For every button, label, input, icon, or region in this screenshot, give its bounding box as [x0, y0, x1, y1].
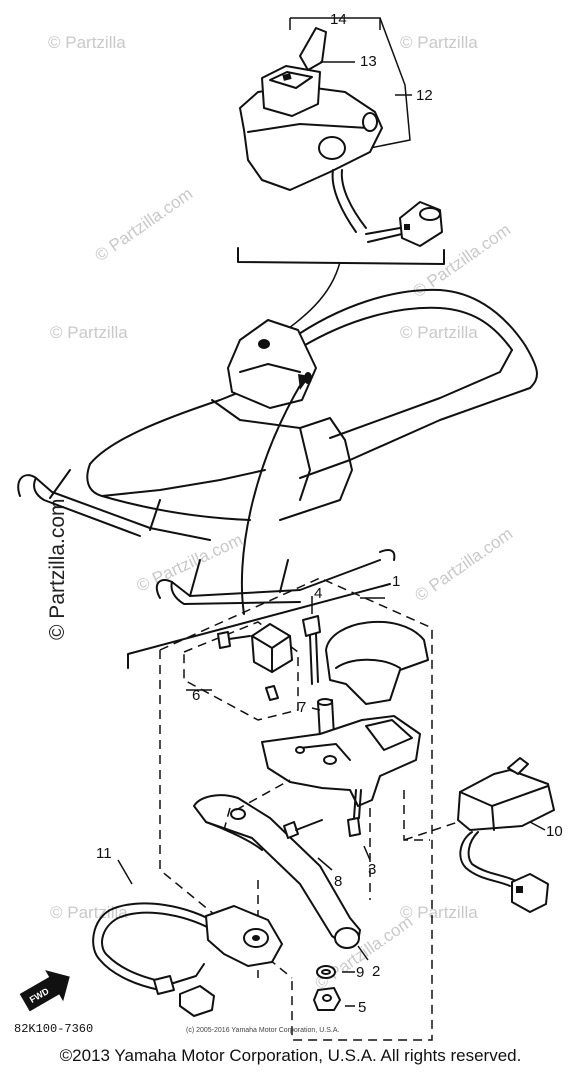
- callout-1: 1: [392, 573, 400, 590]
- callout-14: 14: [330, 11, 347, 28]
- watermark: © Partzilla.com: [411, 524, 516, 605]
- watermark-diagonal: © Partzilla.com: [134, 530, 246, 596]
- throttle-switch-11: 11: [92, 845, 283, 1017]
- diagram-part-code: 82K100-7360: [14, 1022, 93, 1036]
- callout-5: 5: [358, 999, 366, 1016]
- top-switch-assembly: 14 13 12: [239, 11, 443, 247]
- watermark: © Partzilla: [50, 903, 128, 922]
- side-switch-10: 10: [403, 757, 563, 913]
- routing-arrow: [240, 381, 303, 615]
- watermark: © Partzilla.com: [91, 184, 196, 265]
- callout-8: 8: [334, 873, 342, 890]
- lever-assembly: 1 6 4 7: [159, 573, 433, 1041]
- watermark: © Partzilla: [50, 323, 128, 342]
- watermark-vertical: © Partzilla.com: [46, 498, 69, 640]
- detail-brace-bottom: [127, 583, 391, 669]
- callout-2: 2: [372, 963, 380, 980]
- watermark: © Partzilla: [400, 33, 478, 52]
- watermark: © Partzilla: [48, 33, 126, 52]
- callout-7: 7: [298, 699, 306, 716]
- fwd-arrow: FWD: [19, 970, 70, 1012]
- detail-brace-top: [237, 247, 445, 265]
- callout-9: 9: [356, 964, 364, 981]
- snowmobile-outline: [17, 288, 538, 605]
- callout-4: 4: [314, 585, 322, 602]
- watermark: © Partzilla: [400, 323, 478, 342]
- callout-10: 10: [546, 823, 563, 840]
- callout-13: 13: [360, 53, 377, 70]
- callout-12: 12: [416, 87, 433, 104]
- watermark: © Partzilla: [400, 903, 478, 922]
- callout-3: 3: [368, 861, 376, 878]
- callout-6: 6: [192, 687, 200, 704]
- footer-copyright: ©2013 Yamaha Motor Corporation, U.S.A. A…: [59, 1046, 522, 1065]
- small-copyright: (c) 2005-2016 Yamaha Motor Corporation, …: [186, 1027, 339, 1034]
- callout-11: 11: [96, 845, 112, 862]
